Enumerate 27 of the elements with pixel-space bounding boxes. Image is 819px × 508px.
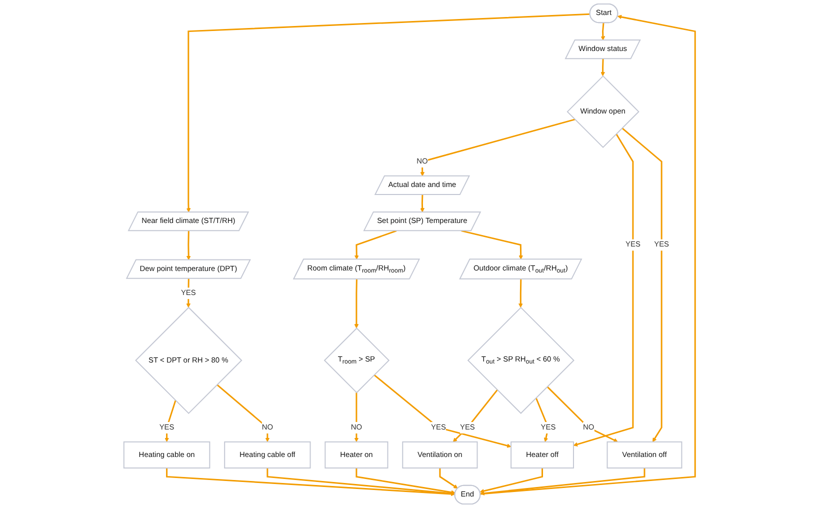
arrow (356, 468, 456, 494)
arrow (354, 279, 359, 328)
arrow (600, 22, 606, 40)
arrow (535, 398, 550, 442)
arrow (600, 58, 605, 76)
arrow (518, 279, 523, 308)
arrow (216, 384, 270, 442)
arrow (452, 389, 498, 442)
arrow (354, 230, 397, 260)
arrow (186, 278, 191, 308)
arrow (480, 468, 543, 494)
arrow (420, 194, 425, 212)
arrow (480, 468, 646, 496)
arrow (186, 230, 191, 260)
arrow (166, 468, 456, 496)
arrow (354, 392, 359, 442)
arrow (266, 468, 456, 496)
arrow (480, 14, 696, 495)
arrow (420, 118, 576, 176)
arrow (622, 128, 662, 442)
arrow (461, 230, 524, 260)
arrow (573, 134, 634, 446)
arrow (546, 386, 618, 442)
arrow (374, 374, 512, 448)
arrow (164, 400, 176, 442)
arrow (186, 13, 590, 212)
arrow (439, 468, 458, 489)
